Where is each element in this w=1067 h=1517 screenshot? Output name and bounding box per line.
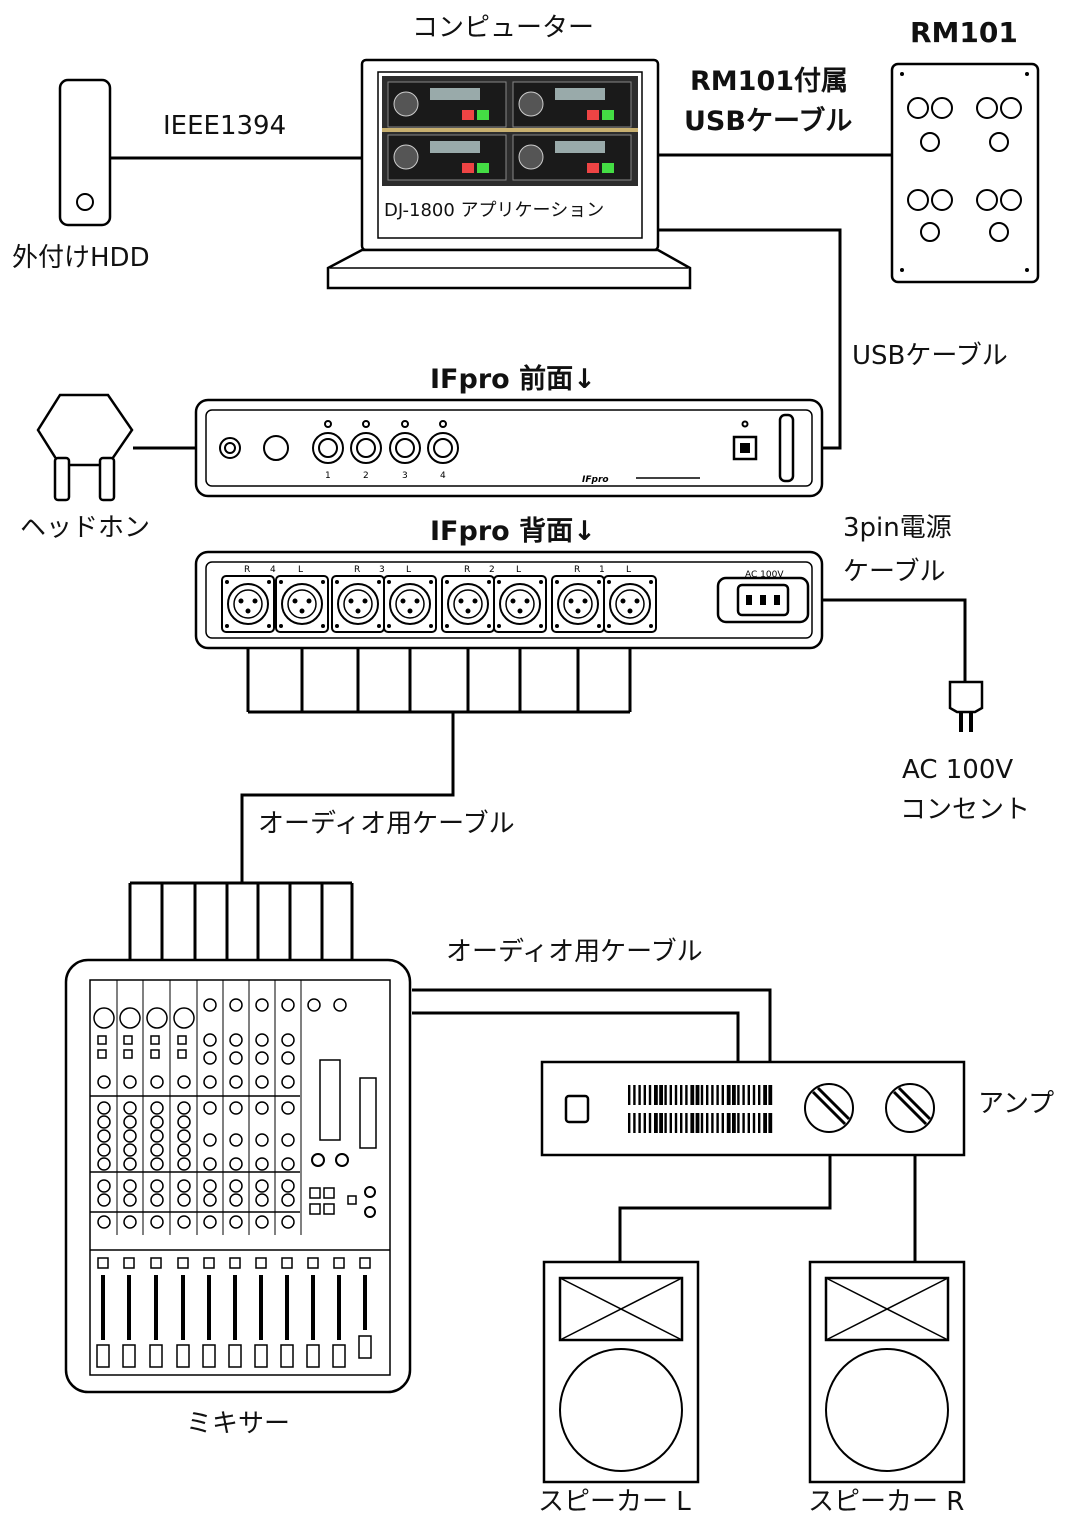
speaker-right: [808, 1260, 966, 1484]
rm101-cable-label-2: USBケーブル: [684, 105, 852, 137]
screen-app-label: DJ-1800 アプリケーション: [384, 200, 604, 221]
xlr-l-label-2: L: [516, 565, 521, 575]
ac-plug: [948, 680, 984, 732]
power-cable: [795, 598, 967, 682]
audio-cable-label-1: オーディオ用ケーブル: [258, 809, 515, 839]
input-number-4: 4: [440, 471, 446, 481]
speaker-l-label: スピーカー L: [538, 1487, 691, 1517]
front-logo: IFpro: [582, 475, 609, 485]
xlr-r-label-1: R: [574, 565, 580, 575]
front-inputs: 1 2 3 4: [312, 420, 459, 481]
amp-vents: [628, 1085, 773, 1133]
rm101-cable-label-1: RM101付属: [690, 66, 848, 97]
audio-cable-label-2: オーディオ用ケーブル: [446, 937, 703, 967]
rm101-knobs: [907, 97, 1022, 242]
laptop-computer: DJ-1800 アプリケーション: [326, 58, 692, 290]
external-hdd: [58, 78, 112, 227]
computer-label: コンピューター: [412, 13, 594, 43]
amp-power-switch-icon: [564, 1094, 590, 1124]
speaker-left: [542, 1260, 700, 1484]
xlr-l-label-3: L: [406, 565, 411, 575]
input-number-3: 3: [402, 471, 408, 481]
xlr-r-label-2: R: [464, 565, 470, 575]
speaker-r-label: スピーカー R: [808, 1487, 964, 1517]
input-number-1: 1: [325, 471, 331, 481]
xlr-channel-number-4: 4: [270, 565, 276, 575]
mixer: [64, 958, 412, 1394]
mixer-amp-cable-a: [412, 988, 772, 1062]
xlr-outputs: R 4 L R 3 L R 2 L R 1 L: [221, 565, 657, 633]
xlr-r-label-3: R: [354, 565, 360, 575]
amp-speaker-l-cable: [618, 1155, 832, 1262]
ifpro-rear-panel: R 4 L R 3 L R 2 L R 1 L AC 100V: [194, 550, 824, 650]
mixer-label: ミキサー: [186, 1409, 290, 1439]
xlr-channel-number-2: 2: [489, 565, 495, 575]
mixer-input-bundle: [128, 881, 354, 960]
screen-deck-ui: [382, 81, 638, 181]
ifpro-rear-label: IFpro 背面↓: [430, 516, 596, 547]
amplifier: [540, 1060, 966, 1157]
mixer-channel-strips: [93, 980, 372, 1368]
rm101-controller: [890, 62, 1040, 284]
xlr-l-label-4: L: [298, 565, 303, 575]
ifpro-front-label: IFpro 前面↓: [430, 363, 596, 395]
xlr-output-bundle: [240, 640, 632, 883]
power-cable-label-1: 3pin電源: [843, 513, 952, 543]
rm101-label: RM101: [910, 16, 1018, 49]
xlr-r-label-4: R: [244, 565, 250, 575]
ac-outlet-label-1: AC 100V: [902, 755, 1013, 785]
ac-outlet-label-2: コンセント: [900, 795, 1030, 825]
hdd-label: 外付けHDD: [12, 243, 150, 273]
ifpro-front-panel: 1 2 3 4 IFpro: [194, 398, 824, 498]
input-number-2: 2: [363, 471, 369, 481]
mixer-amp-cable-b: [412, 1011, 740, 1062]
headphones: [36, 393, 134, 502]
headphones-label: ヘッドホン: [20, 513, 150, 543]
ac-inlet-label: AC 100V: [745, 570, 784, 580]
ieee1394-label: IEEE1394: [163, 111, 286, 141]
hdd-led-icon: [76, 193, 94, 211]
xlr-l-label-1: L: [626, 565, 631, 575]
usb-cable-label: USBケーブル: [852, 341, 1008, 371]
labels: コンピューター RM101 RM101付属 USBケーブル IEEE1394 外…: [12, 13, 1054, 1517]
cables: [110, 153, 967, 1262]
power-cable-label-2: ケーブル: [843, 557, 945, 587]
phones-level-knob: [263, 435, 289, 461]
xlr-channel-number-3: 3: [379, 565, 385, 575]
xlr-channel-number-1: 1: [599, 565, 605, 575]
amp-label: アンプ: [978, 1089, 1054, 1119]
